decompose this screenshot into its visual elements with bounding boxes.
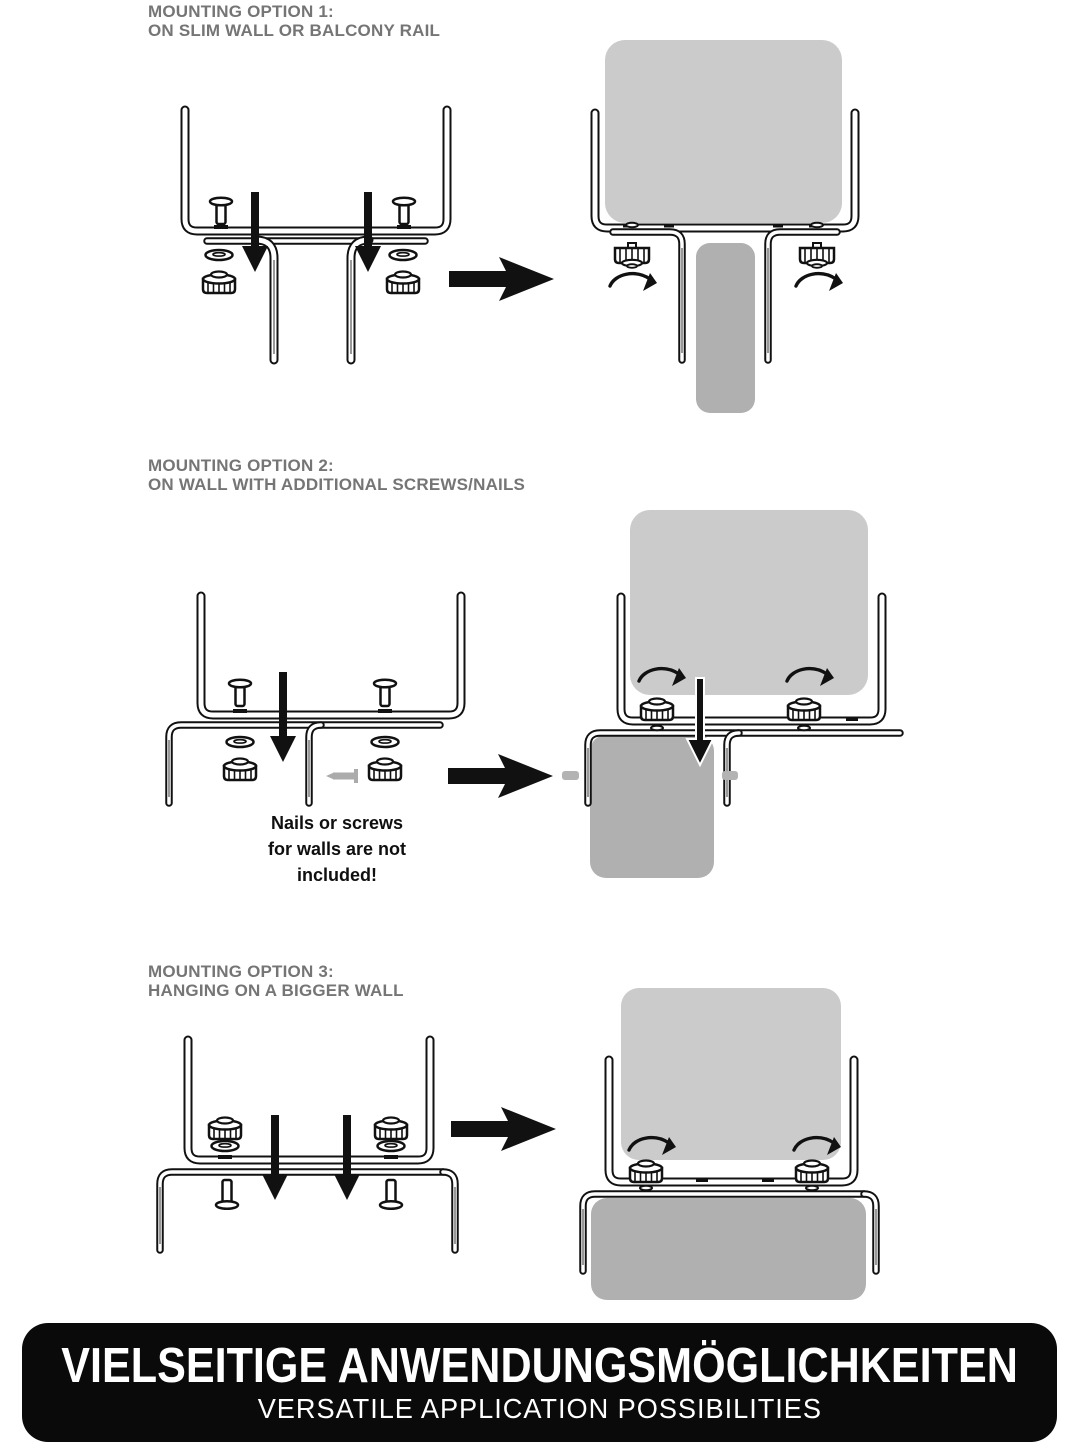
option2-bracket-before-diagram	[165, 591, 466, 807]
planter-box	[630, 510, 868, 695]
arrow-down-icon	[334, 1115, 360, 1200]
planter-box	[621, 988, 841, 1160]
hook-rail	[156, 1168, 459, 1254]
wing-nut-icon	[207, 1116, 243, 1141]
section1-title: MOUNTING OPTION 1: ON SLIM WALL OR BALCO…	[148, 2, 440, 40]
banner: VIELSEITIGE ANWENDUNGSMÖGLICHKEITEN VERS…	[22, 1323, 1057, 1442]
bolt-icon	[391, 196, 417, 226]
washer-icon	[376, 1139, 406, 1153]
washer-icon	[210, 1139, 240, 1153]
arrow-down-icon	[242, 192, 268, 272]
arrow-down-icon	[685, 677, 715, 768]
wing-nut-icon	[639, 697, 675, 722]
option2-mounted-diagram	[562, 510, 904, 878]
rotate-arrow-icon	[608, 271, 659, 293]
hook-rail	[579, 1190, 880, 1275]
nail-icon	[562, 771, 579, 780]
wall	[590, 735, 714, 878]
wing-nut-icon	[222, 757, 258, 782]
section3-title: MOUNTING OPTION 3: HANGING ON A BIGGER W…	[148, 962, 404, 1000]
banner-subtitle-en: VERSATILE APPLICATION POSSIBILITIES	[257, 1393, 822, 1424]
planter-box	[605, 40, 842, 223]
bolt-icon	[227, 678, 253, 708]
arrow-down-icon	[270, 672, 296, 762]
section1-title-line1: MOUNTING OPTION 1:	[148, 2, 334, 21]
bolt-icon	[214, 1178, 240, 1211]
option3-bracket-before-diagram	[156, 1035, 459, 1254]
section1-title-line2: ON SLIM WALL OR BALCONY RAIL	[148, 21, 441, 40]
arrow-down-icon	[262, 1115, 288, 1200]
wing-nut-icon	[201, 270, 237, 295]
section3-title-line2: HANGING ON A BIGGER WALL	[148, 981, 404, 1000]
option1-mounted-diagram	[590, 40, 860, 413]
arrow-down-icon	[355, 192, 381, 272]
nail-icon	[326, 769, 358, 783]
wing-nut-icon	[385, 270, 421, 295]
option1-bracket-before-diagram	[180, 105, 452, 365]
bolt-icon	[208, 196, 234, 226]
hook-rail	[584, 729, 904, 807]
wing-nut-icon	[628, 1159, 664, 1184]
washer-icon	[225, 735, 255, 749]
wing-nut-icon	[613, 241, 651, 270]
wing-nut-icon	[794, 1159, 830, 1184]
washer-icon	[204, 248, 234, 262]
wing-nut-icon	[798, 241, 836, 270]
wing-nut-icon	[373, 1116, 409, 1141]
wall	[591, 1198, 866, 1300]
section2-title: MOUNTING OPTION 2: ON WALL WITH ADDITION…	[148, 456, 525, 494]
hook-rail	[165, 721, 444, 807]
banner-title-de: VIELSEITIGE ANWENDUNGSMÖGLICHKEITEN	[61, 1339, 1018, 1393]
wing-nut-icon	[786, 697, 822, 722]
hook-rail	[609, 228, 841, 364]
bolt-icon	[378, 1178, 404, 1211]
arrow-right-icon	[448, 754, 553, 798]
wing-nut-icon	[367, 757, 403, 782]
arrow-right-icon	[451, 1107, 556, 1151]
section2-title-line2: ON WALL WITH ADDITIONAL SCREWS/NAILS	[148, 475, 526, 494]
balcony-rail-post	[696, 243, 755, 413]
section3-title-line1: MOUNTING OPTION 3:	[148, 962, 334, 981]
washer-icon	[370, 735, 400, 749]
note-nails-not-included: Nails or screws for walls are not includ…	[267, 813, 407, 885]
arrow-right-icon	[449, 257, 554, 301]
washer-icon	[388, 248, 418, 262]
option3-mounted-diagram	[579, 988, 880, 1300]
section2-title-line1: MOUNTING OPTION 2:	[148, 456, 334, 475]
bolt-icon	[372, 678, 398, 708]
nail-icon	[722, 771, 738, 780]
rotate-arrow-icon	[794, 271, 845, 293]
